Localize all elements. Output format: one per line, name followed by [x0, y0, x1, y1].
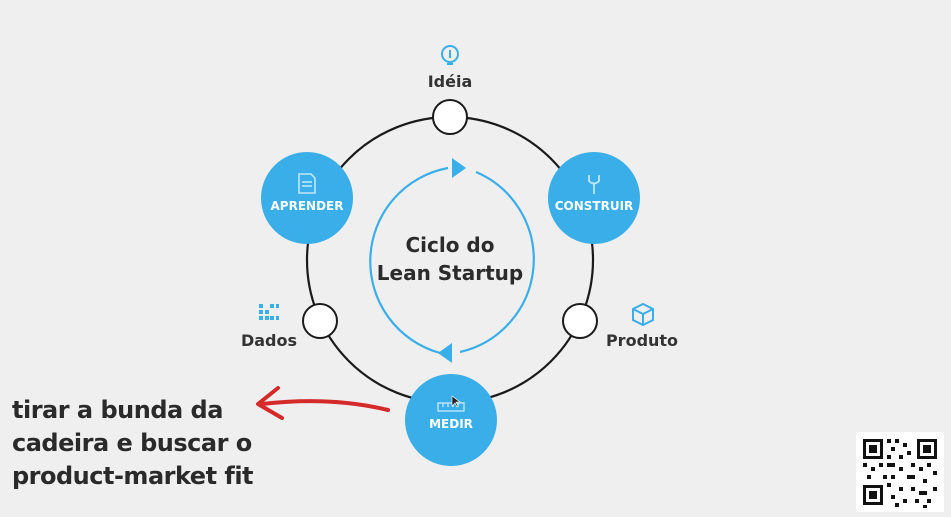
center-title: Ciclo do Lean Startup	[340, 231, 560, 287]
red-arrow-head	[256, 386, 284, 420]
stage-label-produto: Produto	[605, 331, 679, 350]
lightbulb-icon	[441, 45, 459, 65]
node-medir	[405, 374, 497, 466]
qr-code-icon[interactable]	[856, 432, 944, 512]
red-arrow	[260, 399, 390, 412]
center-title-line-1: Ciclo do	[405, 233, 495, 257]
stage-label-dados: Dados	[240, 331, 298, 350]
qr-code-graphic	[856, 432, 944, 512]
annotation-note: tirar a bunda da cadeira e buscar o prod…	[12, 394, 272, 493]
stage-node-ideia	[432, 99, 468, 135]
stage-label-ideia: Idéia	[427, 72, 473, 91]
wrench-icon	[588, 175, 600, 194]
stage-node-produto	[562, 303, 598, 339]
inner-cycle-arc-left	[369, 166, 449, 355]
annotation-line-1: tirar a bunda da	[12, 396, 223, 424]
mouse-cursor-icon	[451, 395, 461, 408]
cycle-arrow-bottom	[438, 343, 452, 363]
cube-icon	[632, 302, 654, 327]
node-aprender	[261, 152, 353, 244]
node-label-aprender: APRENDER	[270, 199, 344, 213]
node-label-construir: CONSTRUIR	[554, 199, 634, 213]
stage-node-dados	[302, 303, 338, 339]
node-construir	[548, 152, 640, 244]
data-grid-icon	[259, 304, 279, 320]
node-label-medir: MEDIR	[429, 417, 473, 431]
cycle-arrow-top	[452, 158, 466, 178]
document-icon	[298, 173, 316, 194]
annotation-line-2: cadeira e buscar o	[12, 429, 252, 457]
annotation-line-3: product-market fit	[12, 462, 254, 490]
center-title-line-2: Lean Startup	[376, 261, 524, 285]
inner-cycle-arc-right	[459, 170, 535, 354]
